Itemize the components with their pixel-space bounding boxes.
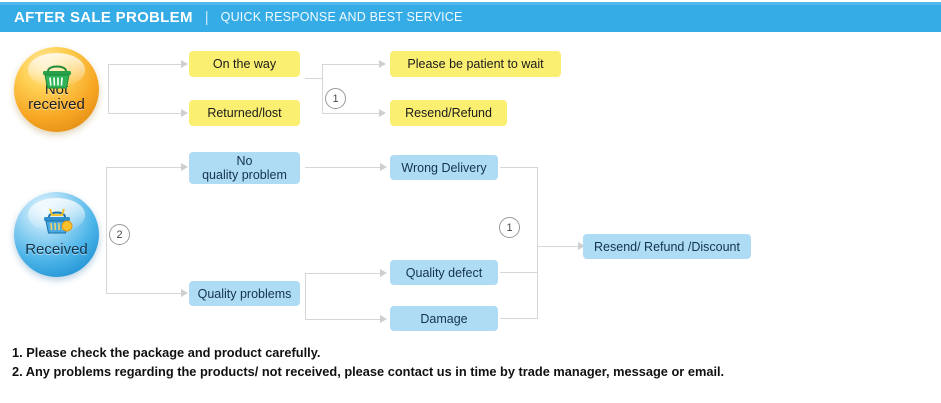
arrow-to-quality-problems: [181, 289, 188, 297]
arrow-to-no-quality-problem: [181, 163, 188, 171]
connector-top-merge-trunk: [322, 64, 323, 113]
connector-bottom-merge-trunk: [537, 167, 538, 319]
connector-on-the-way-stub: [305, 78, 323, 79]
connector-received-to-no-quality-problem: [106, 167, 182, 168]
connector-quality-defect-stub: [500, 272, 538, 273]
box-wrong-delivery: Wrong Delivery: [390, 155, 498, 180]
arrow-to-resend-refund: [379, 109, 386, 117]
marker-one-bottom: 1: [499, 217, 520, 238]
arrow-to-damage: [380, 315, 387, 323]
connector-not-received-to-returned-lost: [108, 113, 182, 114]
header-separator: |: [204, 8, 209, 26]
box-resend-refund-discount: Resend/ Refund /Discount: [583, 234, 751, 259]
header-subtitle: QUICK RESPONSE AND BEST SERVICE: [220, 10, 463, 24]
box-no-quality-problem-line2: quality problem: [202, 168, 287, 182]
marker-one-top: 1: [325, 88, 346, 109]
arrow-to-on-the-way: [181, 60, 188, 68]
box-resend-refund: Resend/Refund: [390, 100, 507, 126]
connector-to-resend-refund: [322, 113, 380, 114]
arrow-to-quality-defect: [380, 269, 387, 277]
node-received-label: Received: [25, 241, 88, 258]
shopping-basket-icon: [37, 205, 77, 242]
header-content: AFTER SALE PROBLEM | QUICK RESPONSE AND …: [14, 2, 463, 32]
connector-to-please-wait: [322, 64, 380, 65]
connector-not-received-trunk: [108, 64, 109, 113]
header-top-strip: [0, 2, 941, 5]
connector-wrong-delivery-stub: [500, 167, 538, 168]
box-damage: Damage: [390, 306, 498, 331]
connector-not-received-to-on-the-way: [108, 64, 182, 65]
node-not-received-label-line2: received: [28, 96, 85, 113]
box-quality-defect: Quality defect: [390, 260, 498, 285]
header-banner: AFTER SALE PROBLEM | QUICK RESPONSE AND …: [0, 2, 941, 32]
connector-no-quality-problem-to-wrong-delivery: [305, 167, 381, 168]
arrow-to-final-resolution: [578, 242, 585, 250]
box-returned-lost: Returned/lost: [189, 100, 300, 126]
connector-to-damage: [305, 319, 381, 320]
marker-two-left: 2: [109, 224, 130, 245]
footer-notes: 1. Please check the package and product …: [12, 343, 922, 381]
connector-received-trunk: [106, 167, 107, 293]
connector-to-quality-defect: [305, 273, 381, 274]
box-please-be-patient-to-wait: Please be patient to wait: [390, 51, 561, 77]
box-on-the-way: On the way: [189, 51, 300, 77]
node-received: Received: [14, 192, 99, 277]
footer-note-2: 2. Any problems regarding the products/ …: [12, 364, 725, 379]
arrow-to-please-wait: [379, 60, 386, 68]
connector-quality-problems-trunk: [305, 273, 306, 319]
box-quality-problems: Quality problems: [189, 281, 300, 306]
footer-note-1: 1. Please check the package and product …: [12, 345, 321, 360]
shopping-basket-icon: [37, 60, 77, 97]
connector-damage-stub: [500, 318, 538, 319]
arrow-to-returned-lost: [181, 109, 188, 117]
box-no-quality-problem-line1: No: [236, 154, 253, 168]
connector-received-to-quality-problems: [106, 293, 182, 294]
box-no-quality-problem: No quality problem: [189, 152, 300, 184]
page-title: AFTER SALE PROBLEM: [14, 8, 193, 26]
node-not-received: Not received: [14, 47, 99, 132]
arrow-to-wrong-delivery: [380, 163, 387, 171]
connector-to-final-resolution: [537, 246, 579, 247]
